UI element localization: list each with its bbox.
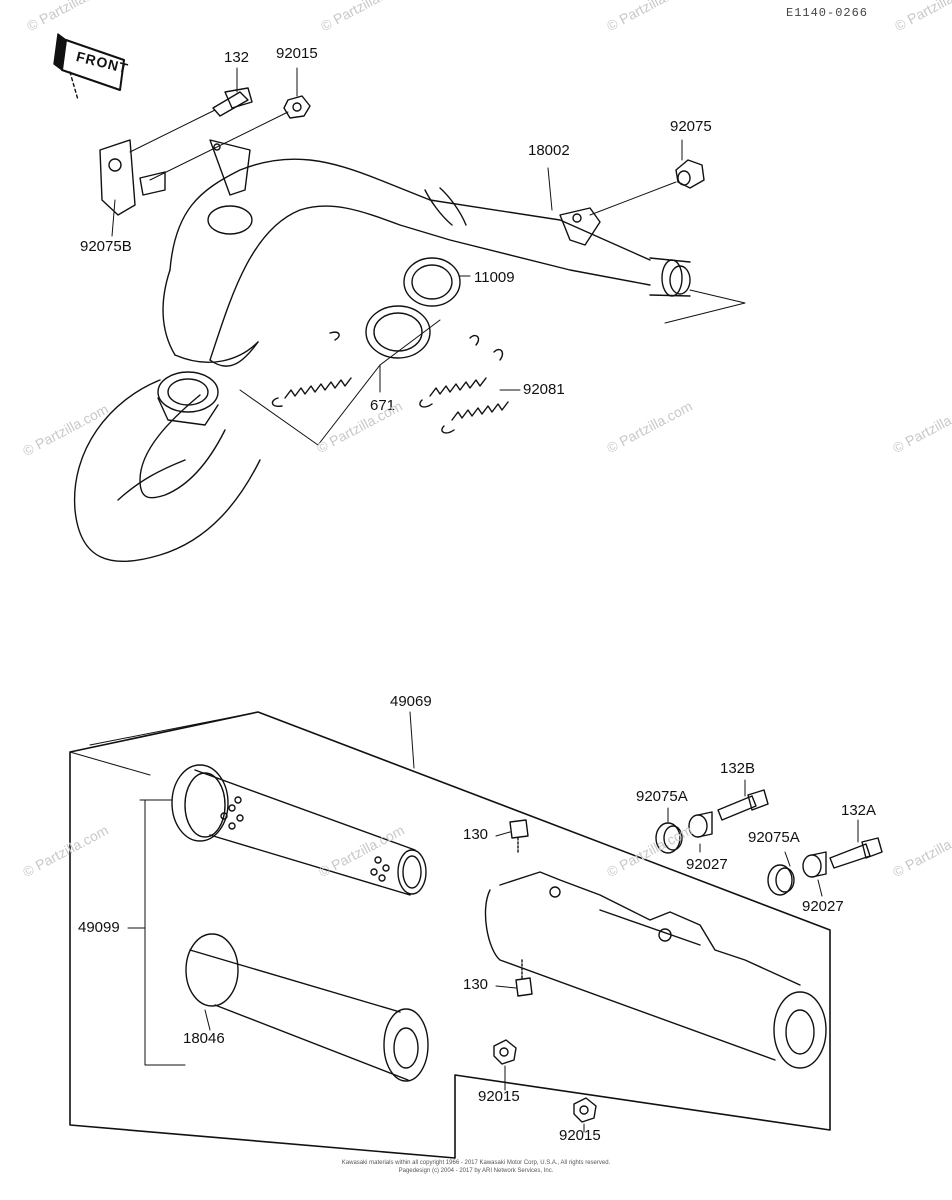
part-label-92027-1[interactable]: 92027	[686, 856, 728, 873]
bracket-92075B	[99, 139, 166, 216]
part-label-671[interactable]: 671	[370, 397, 396, 414]
grommet-92075A-2	[767, 864, 795, 896]
grommet-92075	[675, 159, 705, 189]
part-label-130-top[interactable]: 130	[463, 826, 489, 843]
collar-92027-2	[802, 851, 827, 878]
muffler-body-49069	[484, 871, 827, 1069]
part-label-92015-top[interactable]: 92015	[276, 45, 318, 62]
part-label-92075A-2[interactable]: 92075A	[748, 829, 800, 846]
part-label-132[interactable]: 132	[224, 49, 250, 66]
copyright-line-1: Kawasaki materials within all copyright …	[341, 1160, 611, 1166]
bolt-132A	[829, 837, 883, 869]
part-label-130-bottom[interactable]: 130	[463, 976, 489, 993]
spring-left	[271, 331, 352, 408]
bolt-132	[212, 87, 253, 117]
bolt-130-top	[509, 819, 529, 853]
copyright-line-2: Pagedesign (c) 2004 - 2017 by ARI Networ…	[398, 1168, 554, 1174]
diagram-code: E1140-0266	[786, 6, 869, 20]
nut-92015-top	[283, 95, 311, 119]
part-label-18046[interactable]: 18046	[183, 1030, 225, 1047]
part-label-92081[interactable]: 92081	[523, 381, 565, 398]
front-arrow-icon	[53, 33, 125, 101]
muffler-assembly-outline	[69, 711, 831, 1159]
spring-92081-b	[441, 348, 509, 434]
bolt-130-bottom	[515, 959, 533, 997]
packing-18046	[185, 933, 429, 1082]
part-label-18002[interactable]: 18002	[528, 142, 570, 159]
nut-92015-mid	[493, 1039, 517, 1065]
bolt-132B	[717, 789, 769, 821]
inner-pipe-49099	[171, 764, 427, 896]
part-label-49099[interactable]: 49099	[78, 919, 120, 936]
part-label-132A[interactable]: 132A	[841, 802, 877, 819]
part-label-92075B[interactable]: 92075B	[80, 238, 132, 255]
exhaust-head-pipe-18002	[73, 139, 691, 563]
part-label-92027-2[interactable]: 92027	[802, 898, 844, 915]
part-label-92075A-1[interactable]: 92075A	[636, 788, 688, 805]
gasket-671	[365, 305, 431, 359]
part-label-92015-mid[interactable]: 92015	[478, 1088, 520, 1105]
part-label-49069[interactable]: 49069	[390, 693, 432, 710]
grommet-92075A-1	[655, 822, 683, 854]
leader-lines-upper	[111, 67, 746, 446]
collar-92027-1	[688, 811, 713, 838]
part-label-11009[interactable]: 11009	[474, 269, 515, 286]
part-label-92075[interactable]: 92075	[670, 118, 712, 135]
spring-92081-a	[419, 334, 487, 408]
leader-lines-lower	[127, 711, 859, 1133]
nut-92015-bottom	[573, 1097, 597, 1123]
part-label-92015-bottom[interactable]: 92015	[559, 1127, 601, 1144]
gasket-11009	[403, 257, 461, 307]
part-label-132B[interactable]: 132B	[720, 760, 756, 777]
